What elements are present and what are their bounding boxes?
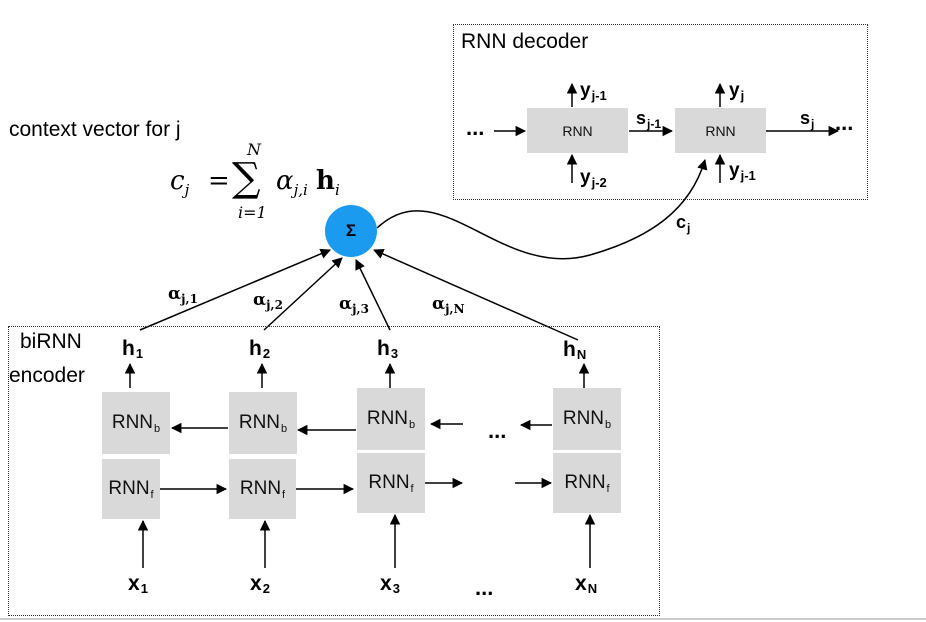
attention-weight-1: αj,1 <box>168 284 198 306</box>
input-label-n: xN <box>575 572 598 596</box>
backward-rnn-box-2: RNNb <box>229 392 297 454</box>
input-label-2: x2 <box>250 572 270 596</box>
input-dots: ... <box>475 575 494 600</box>
decoder-rnn-box-2: RNN <box>675 108 766 153</box>
context-vector-curve <box>376 158 708 260</box>
backward-rnn-box-3: RNNb <box>357 388 425 450</box>
encoder-title-line1: biRNN <box>20 330 82 353</box>
sigma-label: Σ <box>345 221 357 240</box>
decoder-input-dots: ... <box>466 115 485 140</box>
hidden-label-1: h1 <box>122 337 144 361</box>
context-sum-lower: i=1 <box>238 203 267 222</box>
decoder-y-out-label: yj <box>729 80 745 103</box>
attention-arrow-1 <box>139 248 331 331</box>
attention-arrow-3 <box>355 259 391 331</box>
hidden-label-2: h2 <box>249 337 271 361</box>
backward-rnn-box-1: RNNb <box>102 392 170 454</box>
forward-rnn-box-2: RNNf <box>229 459 296 519</box>
attention-weight-n: αj,N <box>432 294 465 316</box>
attention-weight-3: αj,3 <box>339 294 369 316</box>
attention-sum-node: Σ <box>325 205 377 257</box>
encoder-title-line2: encoder <box>9 364 85 387</box>
decoder-rnn-label-1: RNN <box>562 122 593 139</box>
decoder-frame <box>453 24 868 200</box>
decoder-rnn-box-1: RNN <box>527 108 628 153</box>
decoder-title: RNN decoder <box>461 30 589 53</box>
decoder-rnn-label-2: RNN <box>705 122 736 139</box>
forward-rnn-box-1: RNNf <box>102 459 160 519</box>
hidden-label-n: hN <box>563 338 587 362</box>
context-cj-label: cj <box>676 212 691 235</box>
decoder-y-prev-label: yj-1 <box>580 80 607 103</box>
decoder-output-dots: ... <box>835 110 854 135</box>
context-caption: context vector for j <box>9 118 181 141</box>
encoder-frame <box>8 326 660 616</box>
context-formula-term: αj,i hi <box>276 166 340 199</box>
attention-weight-2: αj,2 <box>253 290 283 312</box>
decoder-s-prev-label: sj-1 <box>636 108 662 131</box>
input-label-3: x3 <box>380 572 400 596</box>
backward-rnn-box-n: RNNb <box>553 388 621 450</box>
context-sum-symbol: ∑ <box>232 155 261 201</box>
attention-arrow-2 <box>263 257 343 331</box>
context-formula-equals: = <box>208 166 230 196</box>
input-label-1: x1 <box>128 572 148 596</box>
encoder-middle-dots: ... <box>488 418 507 443</box>
forward-rnn-box-n: RNNf <box>553 453 621 513</box>
forward-rnn-box-3: RNNf <box>357 453 425 513</box>
decoder-y-in2-label: yj-1 <box>729 160 756 183</box>
decoder-s-out-label: sj <box>800 108 815 131</box>
context-sum-upper: N <box>247 140 261 159</box>
attention-arrow-n <box>373 249 579 341</box>
hidden-label-3: h3 <box>377 337 399 361</box>
context-formula-lhs: cj <box>170 166 190 199</box>
decoder-y-prev2-label: yj-2 <box>580 167 607 190</box>
